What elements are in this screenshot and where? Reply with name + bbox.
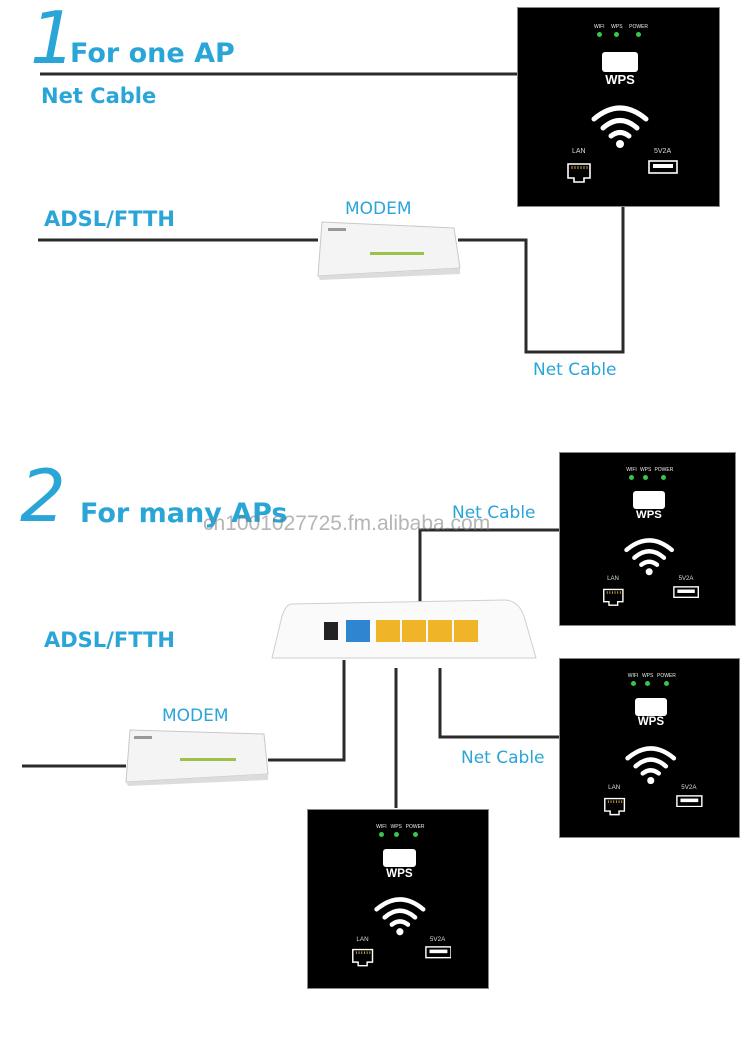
- ap-panel-1: WIFI WPS POWER WPS LAN 5V2A: [517, 7, 720, 207]
- wps-led-label: WPS: [390, 824, 402, 831]
- wps-led-label: WPS: [641, 673, 654, 680]
- wifi-led-indicator: [629, 474, 635, 480]
- wifi-led: WIFI: [626, 467, 637, 480]
- wps-label: WPS: [605, 72, 635, 87]
- usb-label: 5V2A: [678, 575, 694, 583]
- wifi-led: WIFI: [594, 24, 605, 37]
- section2-modem-label: MODEM: [162, 706, 229, 726]
- wps-led-indicator: [614, 32, 620, 37]
- section1-title: For one AP: [70, 38, 235, 69]
- wps-led: WPS: [390, 824, 402, 838]
- power-led-label: POWER: [405, 824, 425, 831]
- wifi-icon: [625, 745, 677, 784]
- cable-modem-ap-1: [458, 206, 625, 354]
- wps-led: WPS: [641, 673, 654, 687]
- power-led-indicator: [661, 474, 667, 480]
- wifi-led-label: WIFI: [594, 24, 605, 30]
- power-led-indicator: [412, 832, 418, 838]
- wps-led-indicator: [643, 474, 649, 480]
- router-wan-port: [346, 620, 370, 642]
- wifi-icon: [591, 105, 649, 148]
- modem-device-2: [125, 729, 269, 786]
- power-led-label: POWER: [656, 673, 676, 680]
- wps-led: WPS: [640, 467, 651, 480]
- cable-router-modem: [268, 660, 346, 762]
- usb-port-icon: [676, 794, 703, 807]
- usb-port-icon: [424, 946, 452, 959]
- power-led: POWER: [405, 824, 425, 838]
- wps-button[interactable]: [633, 491, 665, 509]
- watermark-text: cn1001027725.fm.alibaba.com: [203, 512, 491, 535]
- lan-label: LAN: [572, 148, 586, 155]
- lan-port-icon: [602, 588, 624, 606]
- section1-net-cable-bottom: Net Cable: [533, 360, 617, 380]
- wifi-icon: [373, 897, 425, 936]
- lan-label: LAN: [607, 575, 619, 583]
- section2-title: For many APs: [80, 498, 288, 529]
- wps-label: WPS: [637, 716, 665, 729]
- wps-led: WPS: [611, 24, 623, 37]
- usb-label: 5V2A: [429, 935, 446, 943]
- section2-net-cable-b: Net Cable: [461, 748, 545, 768]
- wifi-icon: [624, 538, 674, 576]
- power-led-indicator: [636, 32, 642, 37]
- usb-port-icon: [673, 585, 700, 598]
- wps-label: WPS: [636, 508, 662, 521]
- wifi-led: WIFI: [627, 673, 639, 687]
- wifi-led-indicator: [596, 32, 602, 37]
- wps-led-indicator: [393, 832, 399, 838]
- power-led: POWER: [656, 673, 676, 687]
- wifi-led-label: WIFI: [627, 673, 639, 680]
- usb-label: 5V2A: [681, 783, 697, 791]
- wps-led-indicator: [645, 681, 651, 687]
- router-device: [271, 599, 537, 659]
- section1-number: 1: [30, 0, 76, 80]
- power-led-label: POWER: [629, 24, 648, 30]
- lan-port-icon: [352, 949, 374, 967]
- section1-modem-label: MODEM: [345, 199, 412, 219]
- lan-port-icon: [603, 797, 625, 815]
- power-led: POWER: [629, 24, 648, 37]
- power-led-label: POWER: [654, 466, 674, 473]
- usb-label: 5V2A: [654, 148, 672, 155]
- wps-led-label: WPS: [639, 466, 652, 473]
- power-led: POWER: [654, 467, 673, 480]
- section1-net-cable-top: Net Cable: [41, 84, 157, 108]
- wps-button[interactable]: [602, 52, 638, 72]
- wps-button[interactable]: [634, 698, 667, 717]
- section1-adsl-label: ADSL/FTTH: [44, 207, 175, 231]
- wifi-led-indicator: [630, 681, 636, 687]
- usb-port-icon: [648, 160, 678, 174]
- section2-number: 2: [20, 454, 66, 538]
- wps-label: WPS: [386, 867, 413, 881]
- wifi-led-label: WIFI: [626, 466, 637, 473]
- cable-router-ap-a: [418, 528, 560, 612]
- section2-net-cable-a: Net Cable: [452, 503, 536, 523]
- wifi-led-indicator: [378, 832, 384, 838]
- wifi-led: WIFI: [376, 824, 387, 838]
- lan-port-icon: [567, 163, 591, 183]
- wifi-led-label: WIFI: [376, 824, 387, 831]
- power-led-indicator: [663, 681, 669, 687]
- led-row: WIFI WPS POWER: [594, 24, 648, 37]
- section2-adsl-label: ADSL/FTTH: [44, 628, 175, 652]
- lan-label: LAN: [608, 783, 621, 791]
- wps-led-label: WPS: [611, 24, 623, 30]
- wps-button[interactable]: [383, 849, 416, 868]
- cable-router-ap-b: [438, 668, 560, 739]
- modem-device-1: [317, 221, 461, 280]
- lan-label: LAN: [356, 935, 369, 943]
